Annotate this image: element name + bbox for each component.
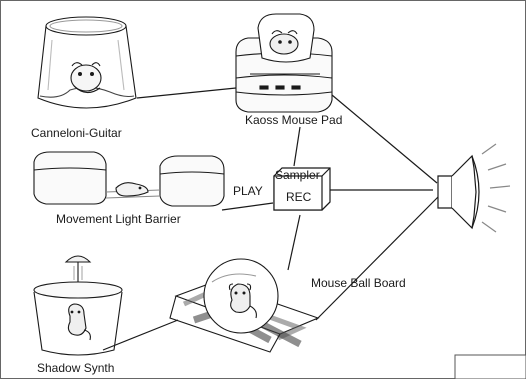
sampler-box [273,167,331,211]
line-ballboard-speaker [315,196,439,321]
shadow-synth-illustration [33,255,123,356]
label-shadow-synth: Shadow Synth [37,361,115,375]
label-sampler: Sampler [275,168,320,182]
line-guitar-kaoss [136,87,237,99]
line-shadow-ballboard [102,319,179,351]
canneloni-guitar-illustration [37,16,137,109]
line-barrier-sampler [221,202,274,211]
speaker-illustration [437,143,511,233]
label-movement-light-barrier: Movement Light Barrier [56,212,181,226]
movement-light-barrier-illustration [33,151,225,207]
corner-box [454,354,526,379]
connections [102,87,439,351]
label-kaoss-mouse-pad: Kaoss Mouse Pad [245,113,343,127]
label-canneloni-guitar: Canneloni-Guitar [31,126,122,140]
mouse-ball-board-illustration [169,258,320,353]
line-kaoss-speaker [331,94,438,184]
kaoss-mouse-pad-illustration [235,13,333,113]
line-kaoss-sampler [293,126,301,167]
label-play: PLAY [233,184,263,198]
line-sampler-ballboard [287,214,301,271]
label-rec: REC [286,190,312,204]
label-mouse-ball-board: Mouse Ball Board [311,276,406,290]
